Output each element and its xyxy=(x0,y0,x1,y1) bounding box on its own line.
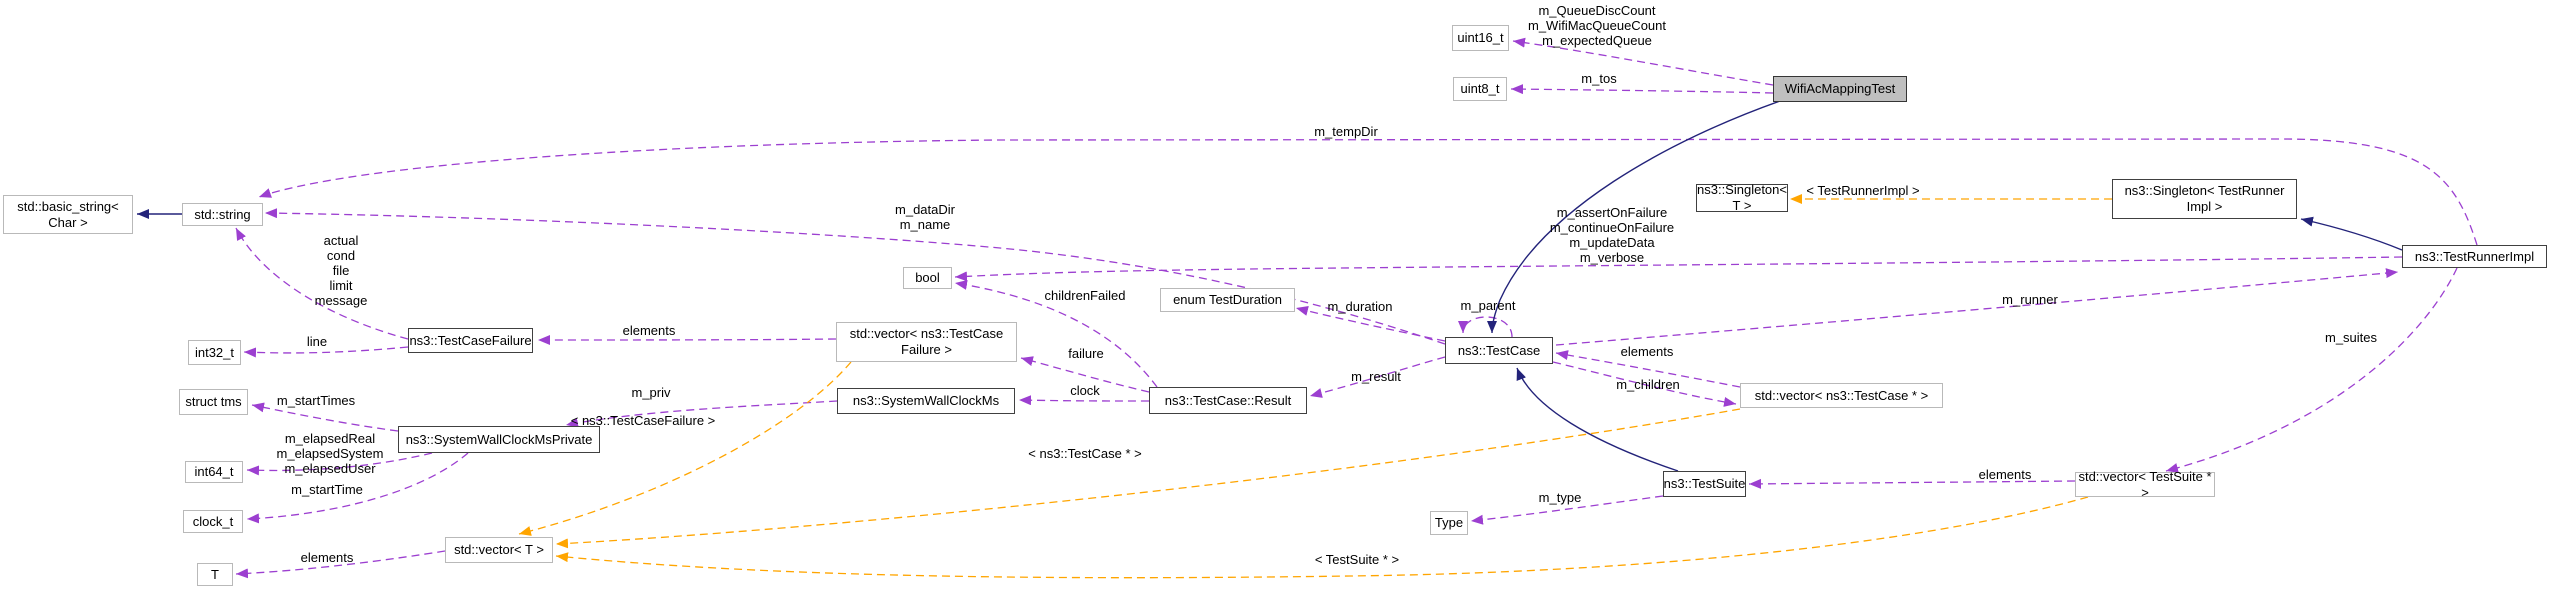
edge-member-result xyxy=(1309,356,1446,398)
node-struct-tms: struct tms xyxy=(179,389,248,415)
edge-member-failure-strings xyxy=(235,227,409,340)
node-enum-testduration: enum TestDuration xyxy=(1160,288,1295,312)
edge-label-elements-testsuites: elements xyxy=(1978,467,2032,482)
node-std-vector-testcase-ptr: std::vector< ns3::TestCase * > xyxy=(1740,383,1943,408)
node-ns3-singleton-testrunnerimpl[interactable]: ns3::Singleton< TestRunner Impl > xyxy=(2112,179,2297,219)
edge-template-vector-testcaseptr xyxy=(555,408,1741,549)
edge-member-duration xyxy=(1295,306,1446,342)
node-ns3-testsuite[interactable]: ns3::TestSuite xyxy=(1663,471,1746,497)
edge-label-elements-testcases: elements xyxy=(1620,344,1674,359)
node-std-string: std::string xyxy=(182,203,263,226)
edge-elements-t xyxy=(235,550,446,579)
edge-label-template-testcase-ptr: < ns3::TestCase * > xyxy=(1028,446,1142,461)
edge-label-m-suites: m_suites xyxy=(2324,330,2378,345)
edge-label-m-tos: m_tos xyxy=(1581,71,1617,86)
edge-label-m-type: m_type xyxy=(1538,490,1582,505)
edge-label-clock: clock xyxy=(1070,383,1100,398)
edge-member-elapsed xyxy=(246,452,433,476)
node-int32-t: int32_t xyxy=(188,340,241,365)
edge-label-line: line xyxy=(306,334,328,349)
node-ns3-testcase-result[interactable]: ns3::TestCase::Result xyxy=(1149,387,1307,414)
edge-member-queue-counts xyxy=(1512,37,1774,86)
edge-member-runner-flags xyxy=(954,256,2403,282)
edge-label-m-duration: m_duration xyxy=(1327,299,1393,314)
edge-inherit-testrunnerimpl xyxy=(2300,216,2403,251)
edge-member-childrenfailed xyxy=(954,279,1158,388)
edge-member-starttimes xyxy=(251,402,399,432)
edge-label-failure: failure xyxy=(1068,346,1104,361)
node-int64-t: int64_t xyxy=(185,461,243,483)
node-ns3-testcasefailure[interactable]: ns3::TestCaseFailure xyxy=(408,328,533,353)
edge-member-tos xyxy=(1510,84,1774,95)
edge-label-m-datadir-name: m_dataDir m_name xyxy=(895,202,955,232)
node-bool: bool xyxy=(903,267,952,289)
edge-member-clock xyxy=(1018,395,1150,406)
edge-label-m-parent: m_parent xyxy=(1460,298,1516,313)
edge-label-elapsed-fields: m_elapsedReal m_elapsedSystem m_elapsedU… xyxy=(276,431,384,476)
edge-label-elements-t: elements xyxy=(300,550,354,565)
edge-label-runner-flags: m_assertOnFailure m_continueOnFailure m_… xyxy=(1549,205,1675,265)
node-t: T xyxy=(197,563,233,586)
node-ns3-systemwallclockmsprivate[interactable]: ns3::SystemWallClockMsPrivate xyxy=(398,426,600,453)
node-clock-t: clock_t xyxy=(183,510,243,533)
edge-member-parent-loop xyxy=(1458,316,1513,338)
edge-label-m-runner: m_runner xyxy=(2002,292,2058,307)
edge-member-suites xyxy=(2165,267,2458,473)
edge-member-runner xyxy=(1555,268,2399,346)
node-uint16-t: uint16_t xyxy=(1452,25,1509,51)
edge-label-queue-fields: m_QueueDiscCount m_WifiMacQueueCount m_e… xyxy=(1528,3,1666,48)
edge-label-m-priv: m_priv xyxy=(631,385,671,400)
edge-label-m-starttimes: m_startTimes xyxy=(276,393,356,408)
edge-label-m-starttime: m_startTime xyxy=(291,482,363,497)
node-ns3-testrunnerimpl[interactable]: ns3::TestRunnerImpl xyxy=(2402,245,2547,268)
node-std-vector-t: std::vector< T > xyxy=(445,537,553,563)
edge-member-failure xyxy=(1020,356,1150,393)
edge-label-template-testsuite-ptr: < TestSuite * > xyxy=(1314,552,1400,567)
edge-member-type xyxy=(1470,495,1664,525)
edge-label-m-tempdir: m_tempDir xyxy=(1314,124,1378,139)
edge-member-starttime xyxy=(246,452,469,524)
node-wifi-ac-mapping-test: WifiAcMappingTest xyxy=(1773,76,1907,102)
node-ns3-testcase[interactable]: ns3::TestCase xyxy=(1445,337,1553,364)
edge-label-m-result: m_result xyxy=(1351,369,1401,384)
edge-inherit-testsuite xyxy=(1516,367,1679,472)
node-std-vector-testcasefailure: std::vector< ns3::TestCase Failure > xyxy=(836,322,1017,362)
node-std-vector-testsuite-ptr: std::vector< TestSuite * > xyxy=(2075,469,2215,500)
node-ns3-singleton-t[interactable]: ns3::Singleton< T > xyxy=(1696,182,1788,213)
node-ns3-systemwallclockms[interactable]: ns3::SystemWallClockMs xyxy=(837,388,1015,414)
edge-template-vector-testsuiteptr xyxy=(555,496,2089,579)
edge-member-line xyxy=(243,346,409,358)
edge-member-tempdir xyxy=(258,138,2478,246)
edge-label-template-testrunnerimpl: < TestRunnerImpl > xyxy=(1806,183,1920,198)
edge-elements-test-suites xyxy=(1748,478,2076,489)
node-type: Type xyxy=(1430,511,1468,535)
node-std-basic-string: std::basic_string< Char > xyxy=(3,195,133,234)
edge-member-children xyxy=(1552,361,1737,407)
node-uint8-t: uint8_t xyxy=(1453,77,1507,101)
edge-label-m-children: m_children xyxy=(1616,377,1680,392)
edge-label-failure-fields: actual cond file limit message xyxy=(314,233,368,308)
edge-member-datadir-name xyxy=(264,208,1446,345)
edge-member-priv xyxy=(565,400,838,428)
edge-elements-failures xyxy=(537,334,837,345)
edge-label-elements-failures: elements xyxy=(622,323,676,338)
edge-inherit-wifiacmappingtest xyxy=(1487,100,1781,334)
edge-label-childrenfailed: childrenFailed xyxy=(1044,288,1126,303)
